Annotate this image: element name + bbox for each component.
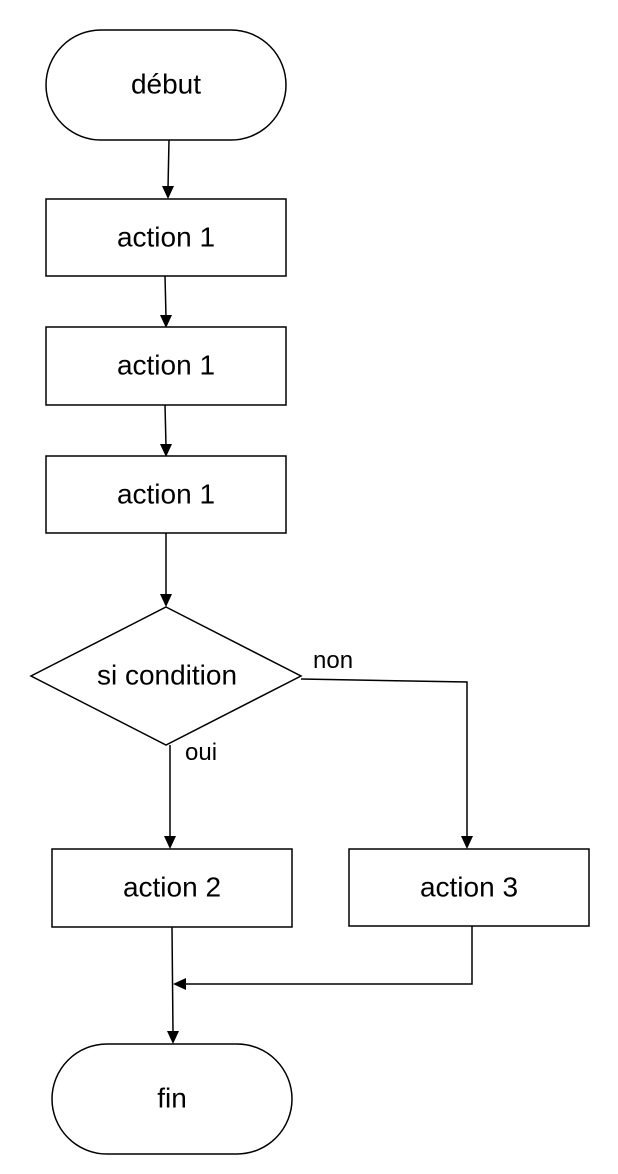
edge-action1a-to-action1b: [160, 275, 172, 328]
node-action1b: action 1: [45, 326, 287, 406]
node-action1c: action 1: [45, 455, 287, 534]
node-action1a: action 1: [45, 198, 287, 277]
edge-decision-to-action2: [164, 745, 176, 849]
edge-action2-to-end: [167, 926, 179, 1044]
edge-action1c-to-decision: [160, 533, 172, 607]
node-action1a-label: action 1: [117, 221, 215, 252]
node-action2: action 2: [51, 848, 293, 928]
edge-action1b-to-action1c: [160, 404, 172, 457]
node-action2-label: action 2: [123, 871, 221, 902]
node-action1b-label: action 1: [117, 349, 215, 380]
node-end-label: fin: [157, 1082, 187, 1113]
edge-label-oui: oui: [185, 739, 217, 766]
node-start: début: [45, 29, 287, 141]
node-action3-label: action 3: [420, 871, 518, 902]
node-end: fin: [51, 1043, 293, 1155]
edge-action3-to-merge: [173, 926, 473, 990]
edges: [160, 139, 473, 1044]
node-decision: si condition: [29, 606, 303, 746]
edge-start-to-action1a: [162, 139, 174, 199]
edge-decision-to-action3: [300, 678, 473, 849]
node-start-label: début: [131, 68, 201, 99]
node-action3: action 3: [348, 848, 590, 927]
node-action1c-label: action 1: [117, 478, 215, 509]
node-decision-label: si condition: [97, 659, 237, 690]
edge-label-non: non: [313, 647, 353, 674]
